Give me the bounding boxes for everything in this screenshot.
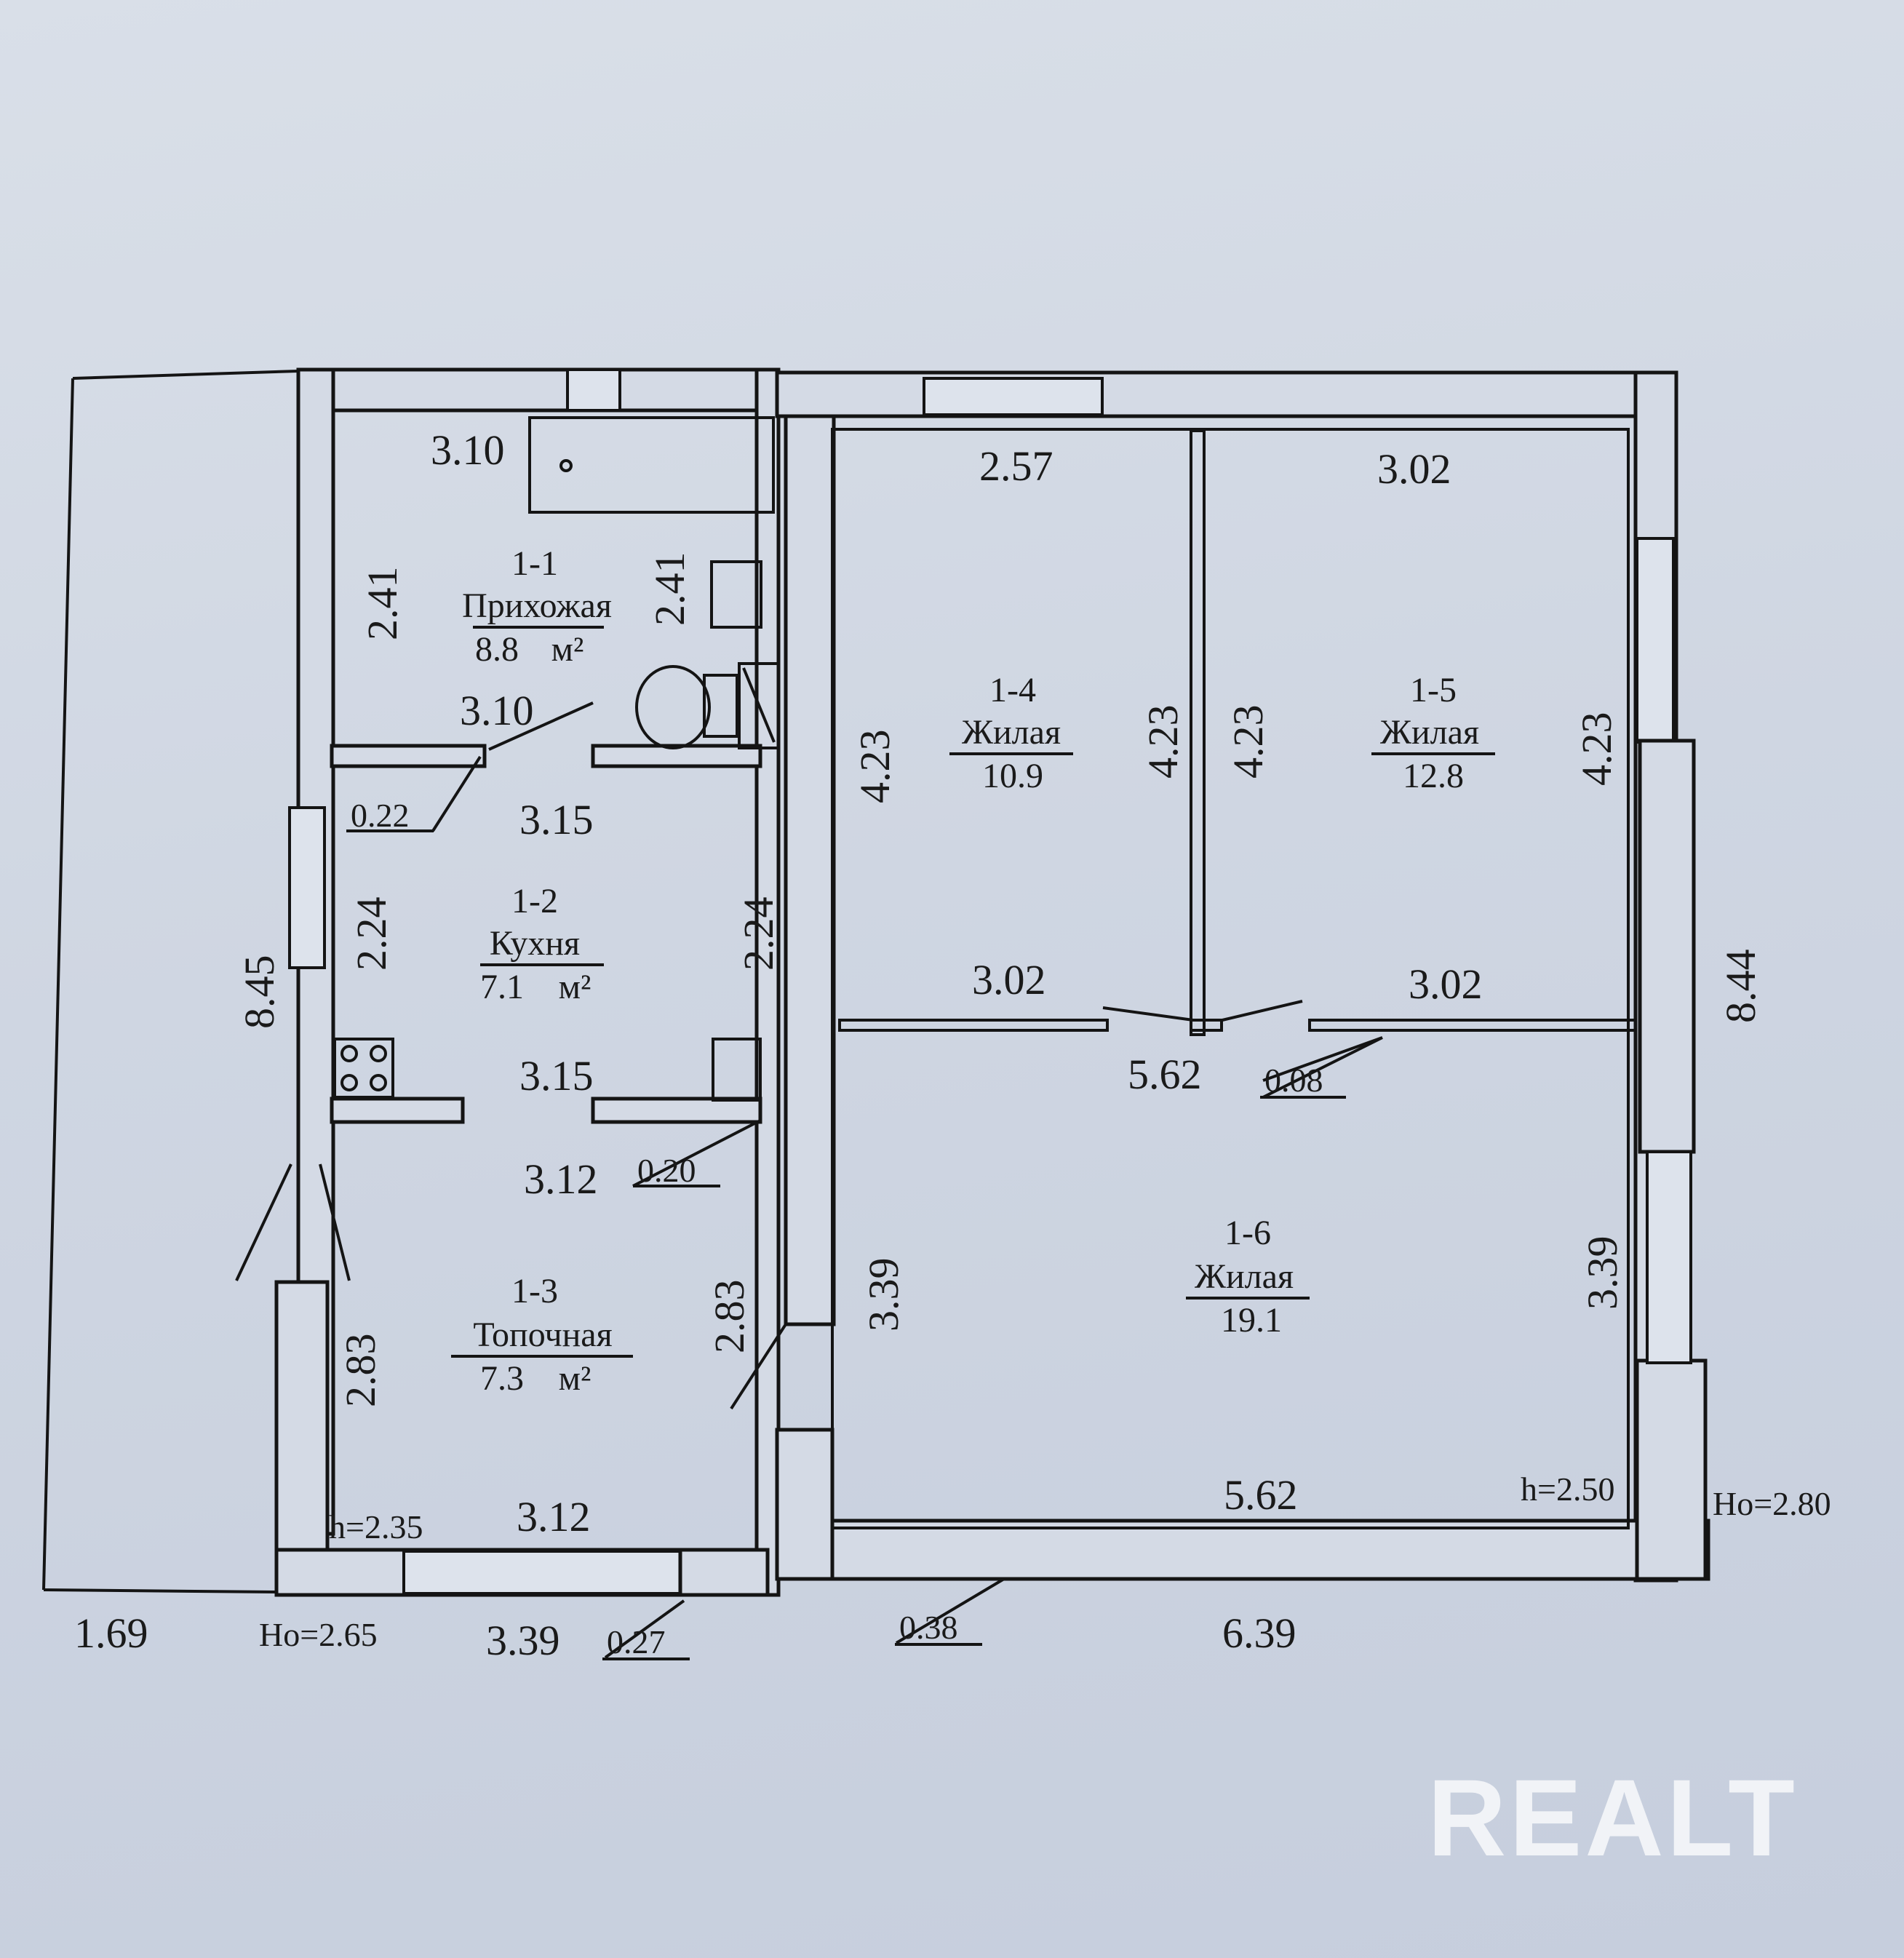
dimensions-right: 2.57 4.23 4.23 3.02 3.02 4.23 4.23 3.02 … [851, 442, 1831, 1522]
room-id: 1-1 [511, 544, 558, 583]
svg-text:2.41: 2.41 [646, 552, 693, 626]
room-unit: м² [559, 1359, 591, 1398]
svg-text:3.10: 3.10 [431, 426, 505, 474]
window-right-15 [1636, 537, 1675, 744]
room-id: 1-5 [1410, 671, 1457, 709]
svg-text:2.83: 2.83 [706, 1280, 753, 1354]
room-id: 1-3 [511, 1272, 558, 1310]
room-name: Жилая [962, 713, 1061, 752]
room-area: 19.1 [1221, 1301, 1282, 1340]
svg-text:4.23: 4.23 [1224, 705, 1272, 779]
room-area: 7.1 [480, 968, 524, 1006]
room-1-4: 1-4 Жилая 10.9 [949, 671, 1073, 795]
room-area: 8.8 [475, 630, 519, 669]
svg-text:2.83: 2.83 [337, 1334, 384, 1408]
svg-text:3.02: 3.02 [1409, 960, 1483, 1008]
room-1-2: 1-2 Кухня 7.1 м² [480, 882, 604, 1006]
svg-text:0.08: 0.08 [1264, 1062, 1323, 1099]
svg-text:4.23: 4.23 [851, 730, 899, 804]
room-name: Прихожая [462, 586, 612, 625]
svg-text:3.39: 3.39 [1579, 1236, 1626, 1310]
boiler [738, 662, 780, 749]
svg-text:h=2.35: h=2.35 [329, 1508, 423, 1545]
svg-text:4.23: 4.23 [1573, 712, 1620, 787]
svg-text:3.15: 3.15 [519, 796, 594, 843]
svg-text:3.12: 3.12 [524, 1155, 598, 1203]
room-area: 12.8 [1403, 757, 1464, 795]
fixtures [235, 416, 787, 1410]
svg-text:3.39: 3.39 [486, 1617, 560, 1664]
room-name: Жилая [1195, 1257, 1294, 1296]
dimensions-bottom: 1.69 Ho=2.65 3.39 0.27 0.38 6.39 [74, 1609, 1296, 1664]
room-1-5: 1-5 Жилая 12.8 [1371, 671, 1495, 795]
left-block-walls [274, 367, 836, 1597]
toilet [635, 665, 711, 749]
svg-text:2.57: 2.57 [979, 442, 1053, 490]
room-id: 1-4 [989, 671, 1036, 709]
room-unit: м² [551, 630, 584, 669]
svg-text:2.24: 2.24 [348, 897, 395, 971]
svg-text:3.12: 3.12 [517, 1493, 591, 1540]
svg-text:6.39: 6.39 [1222, 1609, 1296, 1657]
room-unit: м² [559, 968, 591, 1006]
svg-text:3.02: 3.02 [1377, 445, 1451, 493]
svg-text:0.22: 0.22 [351, 797, 410, 834]
svg-text:2.24: 2.24 [735, 897, 782, 971]
room-id: 1-6 [1224, 1214, 1271, 1252]
svg-text:3.10: 3.10 [460, 687, 534, 734]
svg-text:5.62: 5.62 [1224, 1471, 1298, 1519]
room-id: 1-2 [511, 882, 558, 920]
svg-text:2.41: 2.41 [359, 567, 406, 641]
svg-text:0.38: 0.38 [899, 1609, 958, 1646]
window-top-14 [923, 377, 1104, 416]
svg-text:h=2.50: h=2.50 [1521, 1471, 1614, 1508]
window-left-12 [288, 806, 326, 969]
window-bottom-11 [402, 1550, 682, 1595]
svg-text:Ho=2.80: Ho=2.80 [1713, 1485, 1831, 1522]
watermark-logo: REALT [1427, 1756, 1798, 1879]
svg-text:8.45: 8.45 [236, 955, 283, 1030]
room-name: Топочная [473, 1316, 612, 1354]
right-block-walls [775, 370, 1710, 1583]
room-1-1: 1-3 Топочная 7.3 м² [451, 1272, 633, 1398]
sink [710, 560, 762, 629]
svg-text:8.44: 8.44 [1717, 950, 1764, 1024]
partition-14-15 [1190, 429, 1206, 1036]
svg-text:1.69: 1.69 [74, 1609, 148, 1657]
window-top-13 [566, 368, 621, 412]
bathtub [528, 416, 775, 514]
room-name: Кухня [490, 924, 580, 963]
stove [333, 1038, 394, 1099]
svg-text:3.39: 3.39 [860, 1258, 907, 1332]
svg-text:0.20: 0.20 [637, 1152, 696, 1189]
room-area: 10.9 [982, 757, 1043, 795]
svg-text:4.23: 4.23 [1139, 705, 1187, 779]
svg-text:3.02: 3.02 [972, 956, 1046, 1003]
counter [712, 1038, 762, 1102]
svg-text:3.15: 3.15 [519, 1052, 594, 1099]
svg-text:0.27: 0.27 [607, 1623, 666, 1660]
room-1-6: 1-6 Жилая 19.1 [1186, 1214, 1310, 1340]
window-right-16 [1646, 1150, 1692, 1364]
leaders [431, 755, 1383, 1659]
dimensions-left: 3.10 2.41 2.41 3.10 0.22 3.15 2.24 2.24 … [236, 426, 782, 1545]
svg-text:5.62: 5.62 [1128, 1051, 1202, 1098]
room-area: 7.3 [480, 1359, 524, 1398]
annex-outline [42, 370, 299, 1593]
svg-text:Ho=2.65: Ho=2.65 [259, 1616, 378, 1653]
room-1-3: 1-1 Прихожая 8.8 м² [462, 544, 612, 669]
room-name: Жилая [1380, 713, 1479, 752]
